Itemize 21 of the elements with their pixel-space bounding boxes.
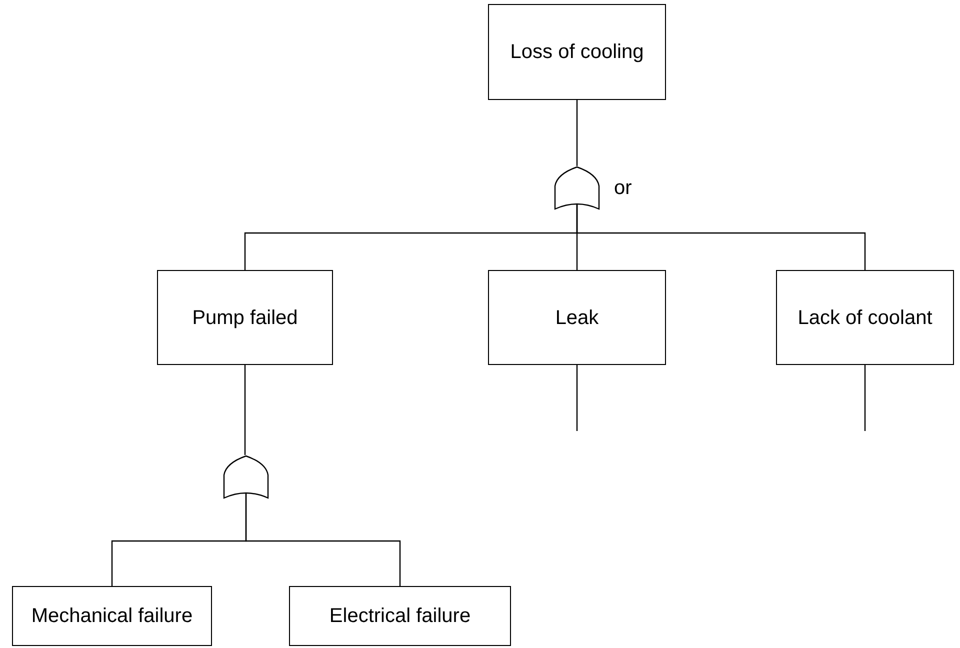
gate-label: or [614,176,632,200]
connector-line [576,365,578,431]
connector-line [576,204,866,270]
connector-line [244,365,246,455]
event-label: Pump failed [192,306,298,330]
event-label: Mechanical failure [31,604,193,628]
connector-line [245,493,401,586]
event-label: Electrical failure [329,604,471,628]
event-box [776,270,954,365]
event-box [12,586,212,646]
event-box [488,4,666,100]
event-box [488,270,666,365]
event-label: Leak [555,306,599,330]
or-gate-symbol [554,166,600,210]
event-box [157,270,333,365]
event-label: Loss of cooling [510,40,644,64]
connector-line [576,100,578,166]
event-label: Lack of coolant [798,306,932,330]
or-gate-symbol [223,455,269,499]
connector-line [864,365,866,431]
event-box [289,586,511,646]
